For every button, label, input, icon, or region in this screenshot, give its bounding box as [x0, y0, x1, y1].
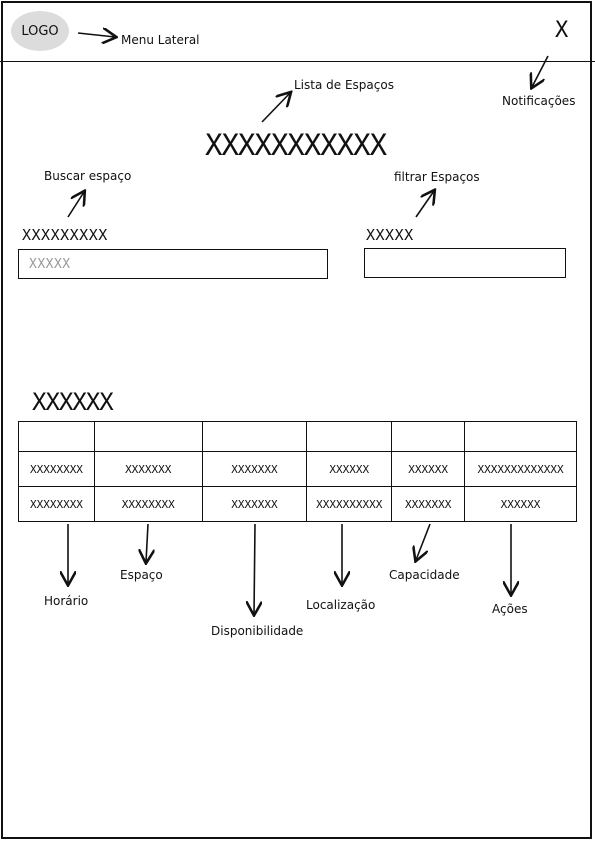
- cell-espaco: XXXXXXXX: [93, 486, 203, 522]
- search-annotation: Buscar espaço: [44, 169, 132, 183]
- cell-acoes[interactable]: XXXXXX: [464, 486, 577, 522]
- filter-annotation: filtrar Espaços: [394, 170, 480, 184]
- filter-select[interactable]: [364, 248, 566, 278]
- table-row[interactable]: XXXXXXXX XXXXXXX XXXXXXX XXXXXX XXXXXX X…: [18, 451, 577, 487]
- column-note-acoes: Ações: [492, 602, 528, 616]
- column-note-disponibilidade: Disponibilidade: [211, 624, 304, 638]
- search-label: XXXXXXXXX: [22, 226, 108, 244]
- cell-horario: XXXXXXXX: [18, 486, 95, 522]
- table-header-row: [18, 421, 577, 452]
- filter-label: XXXXX: [366, 226, 414, 244]
- header-cell-capacidade: [391, 421, 466, 452]
- spaces-table: XXXXXXXX XXXXXXX XXXXXXX XXXXXX XXXXXX X…: [18, 421, 577, 522]
- cell-horario: XXXXXXXX: [18, 451, 95, 487]
- header-cell-disponibilidade: [201, 421, 308, 452]
- header-cell-localizacao: [306, 421, 393, 452]
- column-note-localizacao: Localização: [306, 598, 376, 612]
- logo[interactable]: LOGO: [11, 11, 69, 51]
- page-title-annotation: Lista de Espaços: [294, 78, 394, 92]
- column-note-horario: Horário: [44, 594, 89, 608]
- column-note-espaco: Espaço: [120, 568, 163, 582]
- cell-localizacao: XXXXXXXXXX: [306, 486, 393, 522]
- header-cell-espaco: [93, 421, 203, 452]
- cell-capacidade: XXXXXX: [391, 451, 466, 487]
- notification-icon[interactable]: X: [555, 18, 569, 43]
- cell-espaco: XXXXXXX: [93, 451, 203, 487]
- menu-annotation: Menu Lateral: [121, 33, 200, 47]
- notification-annotation: Notificações: [502, 94, 576, 108]
- table-row[interactable]: XXXXXXXX XXXXXXXX XXXXXXX XXXXXXXXXX XXX…: [18, 486, 577, 522]
- header-cell-acoes: [464, 421, 577, 452]
- search-input[interactable]: XXXXX: [18, 249, 328, 279]
- cell-localizacao: XXXXXX: [306, 451, 393, 487]
- header-divider: [0, 61, 595, 62]
- column-note-capacidade: Capacidade: [389, 568, 460, 582]
- cell-acoes[interactable]: XXXXXXXXXXXXX: [464, 451, 577, 487]
- search-placeholder: XXXXX: [29, 257, 71, 272]
- cell-disponibilidade: XXXXXXX: [201, 486, 308, 522]
- cell-capacidade: XXXXXXX: [391, 486, 466, 522]
- header-cell-horario: [18, 421, 95, 452]
- table-title: XXXXXX: [32, 388, 114, 416]
- cell-disponibilidade: XXXXXXX: [201, 451, 308, 487]
- page-title: XXXXXXXXXXX: [205, 128, 387, 162]
